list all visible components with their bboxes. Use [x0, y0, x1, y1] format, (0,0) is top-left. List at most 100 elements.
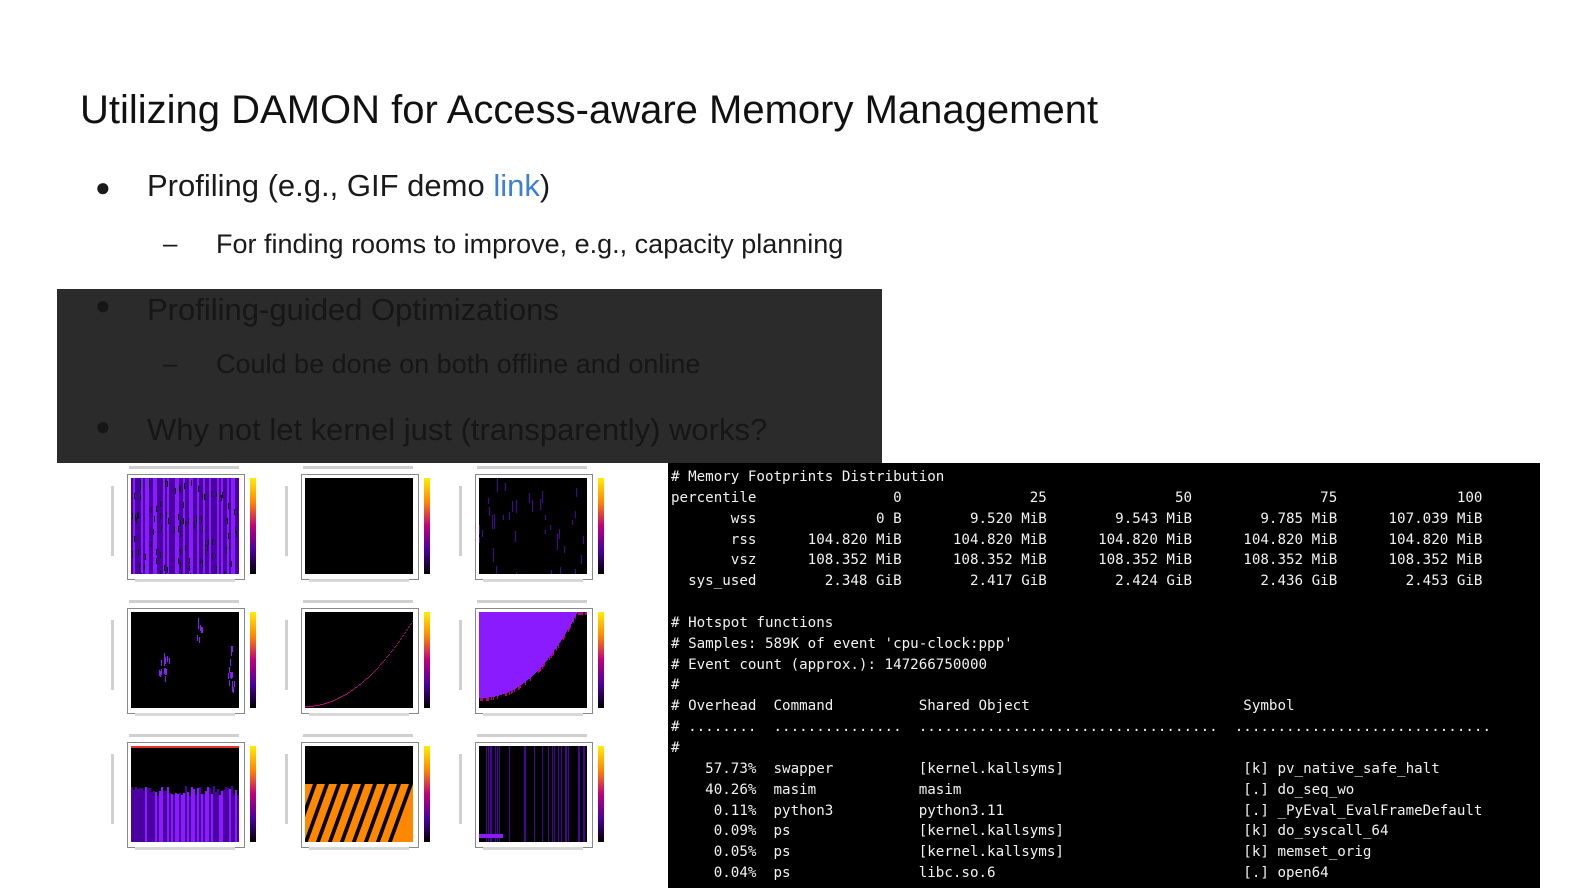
heat-cell [551, 612, 552, 655]
bullet-dot: ● [95, 172, 111, 202]
heat-cell [351, 690, 352, 692]
heat-cell [374, 670, 375, 672]
heat-cell [531, 612, 532, 677]
heat-cell [359, 684, 360, 686]
heat-cell [579, 612, 580, 615]
heat-cell [219, 478, 221, 574]
heat-cell [504, 612, 505, 694]
heat-cell [141, 787, 143, 842]
heat-cell [554, 612, 555, 651]
heat-cell [539, 612, 540, 669]
terminal-line: 0.11% python3 python3.11 [.] _PyEval_Eva… [671, 802, 1483, 819]
heat-cell [575, 616, 576, 620]
heat-cell [182, 517, 184, 524]
heat-cell [201, 627, 203, 634]
heat-cell [394, 647, 395, 649]
heat-cell [160, 551, 162, 558]
heat-cell [223, 478, 225, 574]
heat-cell [187, 792, 189, 842]
heat-cell [585, 612, 586, 615]
heat-cell [548, 746, 550, 842]
heat-cell [552, 612, 553, 654]
heat-cell [387, 656, 388, 658]
heat-cell [322, 703, 323, 705]
heat-cell [365, 679, 366, 681]
heat-cell [137, 549, 139, 556]
heat-cell [335, 699, 336, 701]
gif-demo-link[interactable]: link [493, 168, 540, 203]
heat-cell [149, 787, 151, 842]
heat-cell [540, 667, 541, 671]
heat-cell [564, 746, 566, 842]
heat-cell [492, 515, 494, 530]
heat-cell [582, 612, 583, 615]
heat-cell [216, 565, 218, 572]
terminal-line: 0.04% ps libc.so.6 [.] open64 [671, 865, 1329, 882]
heat-cell [197, 478, 199, 574]
heat-cell [485, 612, 486, 698]
heat-cell [563, 637, 564, 641]
heat-cell [389, 653, 390, 655]
heat-cell [561, 612, 562, 641]
heat-cell [164, 667, 166, 674]
heat-cell [145, 787, 147, 842]
heat-cell [547, 746, 549, 842]
heat-cell [317, 704, 318, 706]
heat-cell [539, 668, 540, 672]
heat-cell [492, 612, 493, 697]
heat-cell [358, 685, 359, 687]
heat-cell [489, 746, 491, 842]
terminal-line: # Overhead Command Shared Object Symbol [671, 698, 1295, 715]
heat-cell [545, 612, 546, 663]
heat-cell [404, 633, 405, 635]
heat-cell [199, 478, 201, 574]
x-axis-label-placeholder [309, 713, 409, 716]
terminal-line: # Samples: 589K of event 'cpu-clock:ppp' [671, 635, 1013, 652]
heat-cell [195, 515, 197, 522]
heat-cell [559, 612, 560, 644]
heat-cell [171, 478, 173, 574]
heat-cell [511, 612, 512, 691]
heat-cell [581, 555, 583, 564]
heat-cell [360, 683, 361, 685]
heat-cell [199, 787, 201, 842]
heat-cell [508, 612, 509, 693]
heat-cell [525, 681, 526, 685]
bullet-profiling: Profiling (e.g., GIF demo link) [147, 168, 550, 204]
heat-cell [326, 702, 327, 704]
heat-cell [157, 478, 159, 574]
heat-cell [175, 478, 177, 574]
heatmap-area [305, 746, 413, 842]
heatmap-area [479, 746, 587, 842]
heat-cell [131, 787, 133, 842]
y-axis-label-placeholder [111, 620, 114, 690]
sub-bullet-offline-online: Could be done on both offline and online [216, 349, 701, 379]
heat-cell [225, 787, 227, 842]
heat-cell [180, 570, 182, 574]
heatmap-area [305, 612, 413, 708]
heat-cell [576, 488, 578, 497]
heat-cell [341, 696, 342, 698]
heat-cell [144, 554, 146, 561]
colorbar [424, 478, 430, 574]
heat-cell [569, 612, 570, 628]
heat-cell [151, 478, 153, 574]
heat-cell [373, 671, 374, 673]
heat-cell [227, 503, 229, 510]
plot-title-placeholder [477, 734, 587, 737]
heat-cell [200, 624, 202, 631]
heat-cell [179, 486, 181, 493]
heat-cell [486, 697, 487, 701]
heat-cell [536, 612, 537, 673]
heat-cell [143, 564, 145, 571]
heatmap-area [131, 478, 239, 574]
heat-cell [496, 612, 497, 697]
heat-cell [213, 786, 215, 842]
heat-cell [524, 612, 525, 683]
heat-cell [184, 545, 186, 552]
terminal-line: percentile 0 25 50 75 100 [671, 489, 1483, 506]
heat-cell [169, 792, 171, 842]
heat-cell [550, 612, 551, 656]
heat-cell [236, 531, 238, 538]
heat-cell [350, 691, 351, 692]
